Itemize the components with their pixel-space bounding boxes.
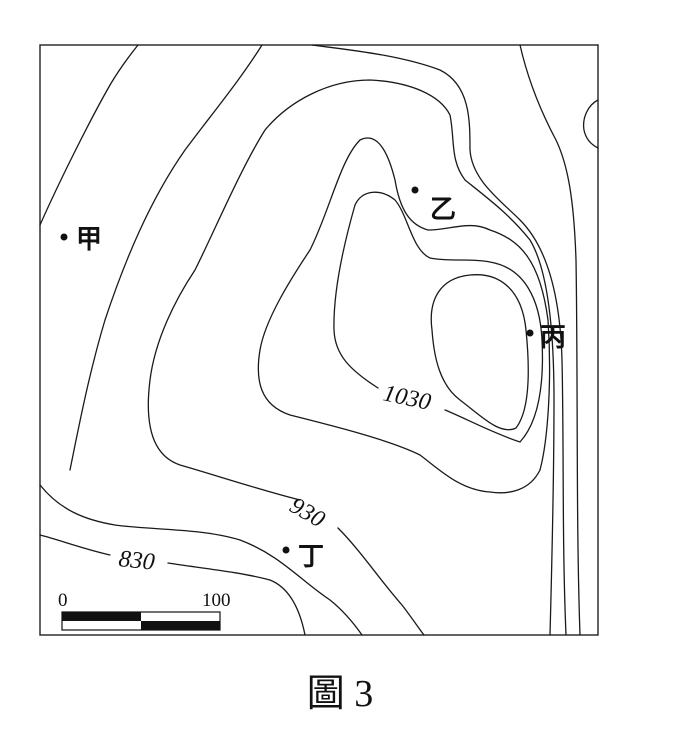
contour-label-930: 930 [285,493,329,534]
scale-start-label: 0 [58,590,68,611]
contour-label-830: 830 [117,546,156,576]
contour-930-tail [337,527,425,636]
scale-bar: 0 100 [58,590,231,631]
contour-930 [147,79,555,636]
map-frame [39,44,599,636]
point-label-yi: 乙 [430,195,456,225]
point-jia: 甲 [60,225,102,255]
contour-lines [39,44,599,636]
scale-end-label: 100 [202,590,231,611]
point-bing: 丙 [526,323,566,353]
point-label-jia: 甲 [76,225,102,255]
contour-880 [39,44,363,636]
contour-summit [430,274,529,431]
contour-1030-outer [257,137,551,494]
point-label-bing: 丙 [540,323,566,353]
contour-830-left [39,534,111,556]
point-label-ding: 丁 [298,542,324,572]
contour-830-lower [167,562,306,636]
contour-880-right [311,44,567,636]
point-yi: 乙 [411,186,456,225]
point-ding: 丁 [282,542,324,572]
figure-caption: 圖 3 [306,673,374,715]
contour-label-1030: 1030 [381,380,433,415]
contour-830 [39,44,139,226]
contour-1030 [333,191,544,443]
contour-right-1 [519,44,581,636]
contour-right-2 [582,99,599,149]
